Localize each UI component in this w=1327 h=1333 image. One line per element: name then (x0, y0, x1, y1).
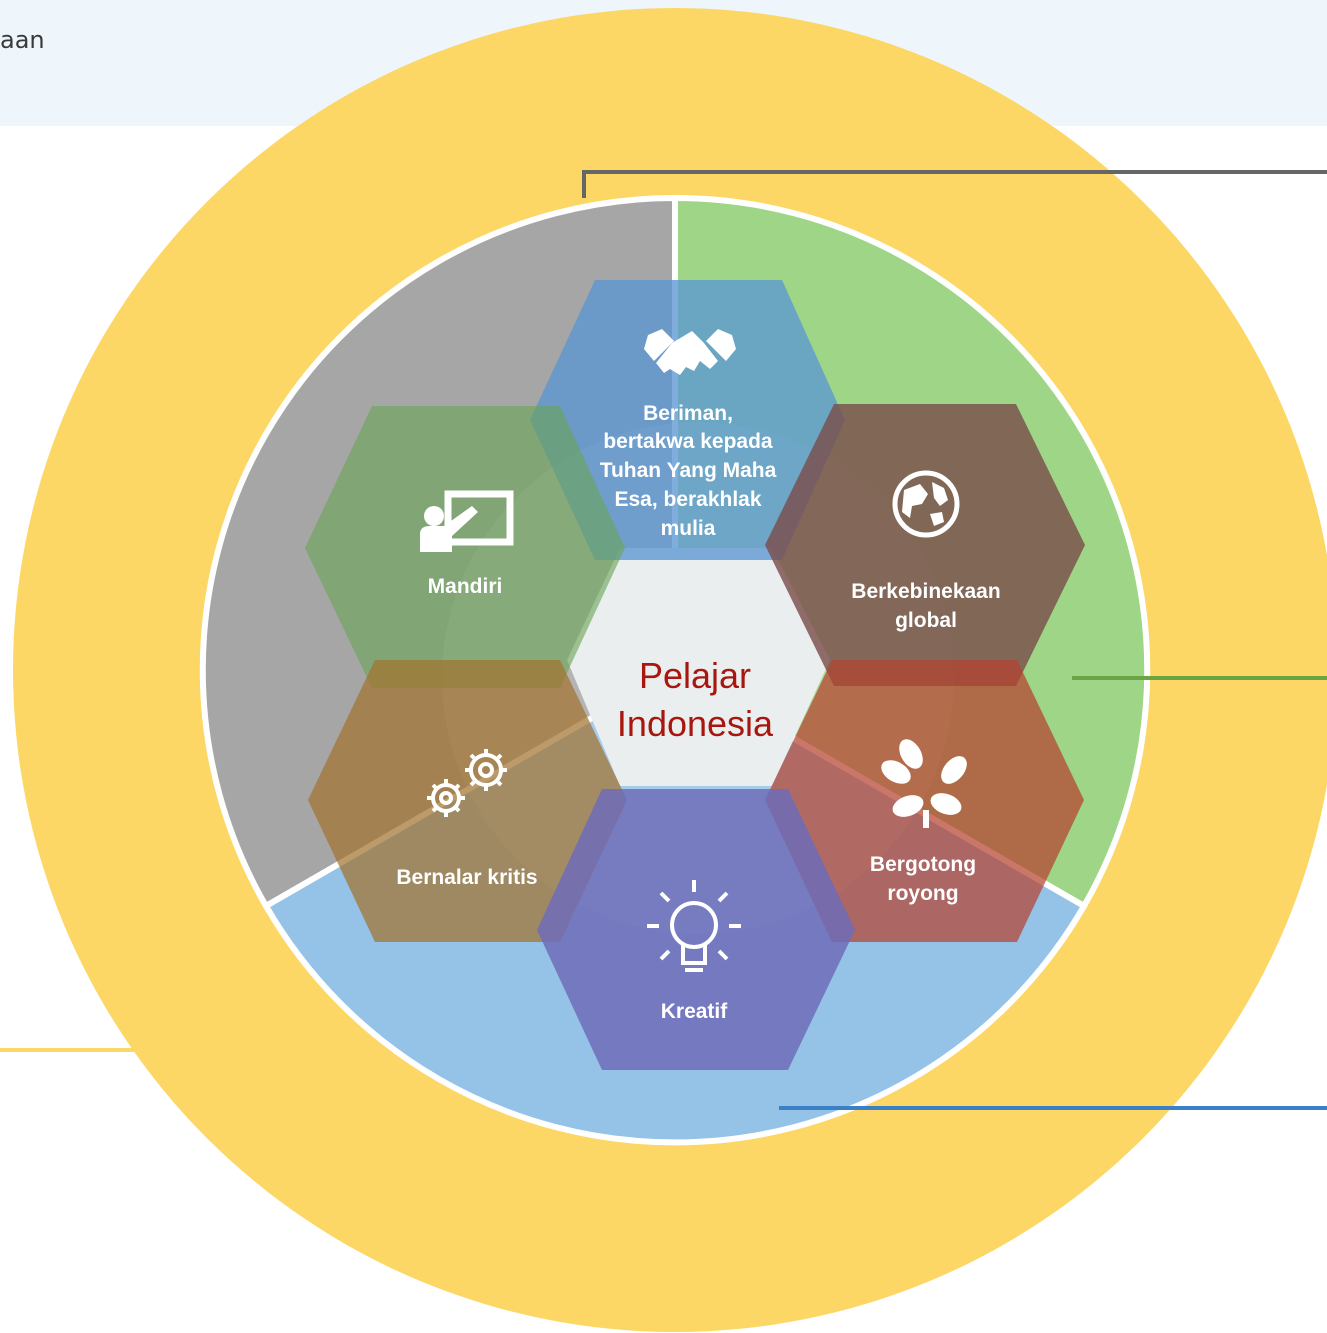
hexagon-mandiri-shape (305, 406, 625, 688)
hexagon-beriman-shape (530, 280, 845, 560)
hexagon-mandiri: Mandiri (305, 406, 625, 688)
hexagon-bernalar-label: Bernalar kritis (396, 866, 537, 889)
banner-text: aan (0, 26, 45, 54)
hands-circle-icon (881, 739, 967, 828)
hexagon-bernalar: Bernalar kritis (308, 660, 627, 942)
hexagon-berkebinekaan-line-2: global (895, 609, 957, 632)
center-title-line-2: Indonesia (617, 703, 774, 744)
hexagon-berkebinekaan-shape (765, 404, 1085, 686)
hexagon-berkebinekaan: Berkebinekaan global (765, 404, 1085, 686)
hexagon-bergotong-line-1: Bergotong (870, 853, 976, 876)
hexagon-beriman-line-1: Beriman, (643, 402, 733, 425)
hexagon-bergotong-line-2: royong (887, 882, 958, 905)
hexagon-beriman-line-5: mulia (661, 517, 716, 540)
presentation-icon (420, 490, 514, 552)
connector-line-gray (582, 170, 1327, 198)
hexagon-beriman: Beriman, bertakwa kepada Tuhan Yang Maha… (530, 280, 845, 560)
hexagon-berkebinekaan-line-1: Berkebinekaan (851, 580, 1000, 603)
globe-icon (892, 470, 960, 538)
hexagon-mandiri-label: Mandiri (428, 575, 503, 598)
hexagon-beriman-line-4: Esa, berakhlak (614, 488, 761, 511)
center-title-line-1: Pelajar (639, 655, 751, 696)
gears-icon (427, 749, 507, 817)
hexagon-bergotong: Bergotong royong (765, 660, 1084, 942)
hexagon-beriman-line-2: bertakwa kepada (603, 430, 773, 453)
hexagon-bergotong-shape (765, 660, 1084, 942)
hexagon-beriman-line-3: Tuhan Yang Maha (600, 459, 777, 482)
handshake-icon (644, 329, 736, 375)
hexagon-kreatif-label: Kreatif (661, 1000, 729, 1023)
hexagon-bernalar-shape (308, 660, 627, 942)
hexagon-kreatif: Kreatif (537, 789, 855, 1070)
hexagon-kreatif-shape (537, 789, 855, 1070)
center-hexagon (567, 548, 830, 786)
lightbulb-icon (647, 880, 741, 972)
